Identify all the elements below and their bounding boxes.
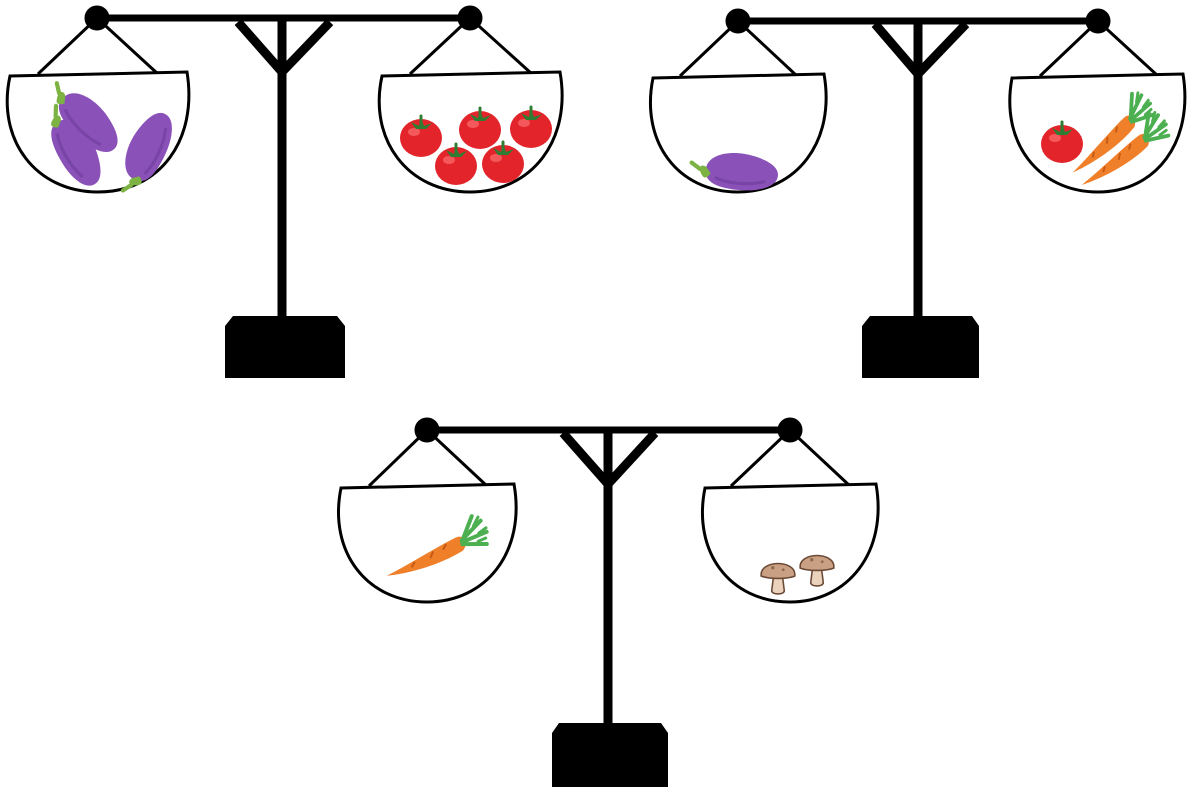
left-pan <box>650 21 826 192</box>
left-pan <box>338 430 516 602</box>
scale-1 <box>7 6 562 378</box>
scale-3 <box>338 418 878 787</box>
right-pan <box>1010 21 1185 192</box>
right-pan <box>379 18 562 192</box>
scale-2 <box>650 9 1184 378</box>
right-pan <box>702 430 878 602</box>
left-pan <box>7 18 189 200</box>
